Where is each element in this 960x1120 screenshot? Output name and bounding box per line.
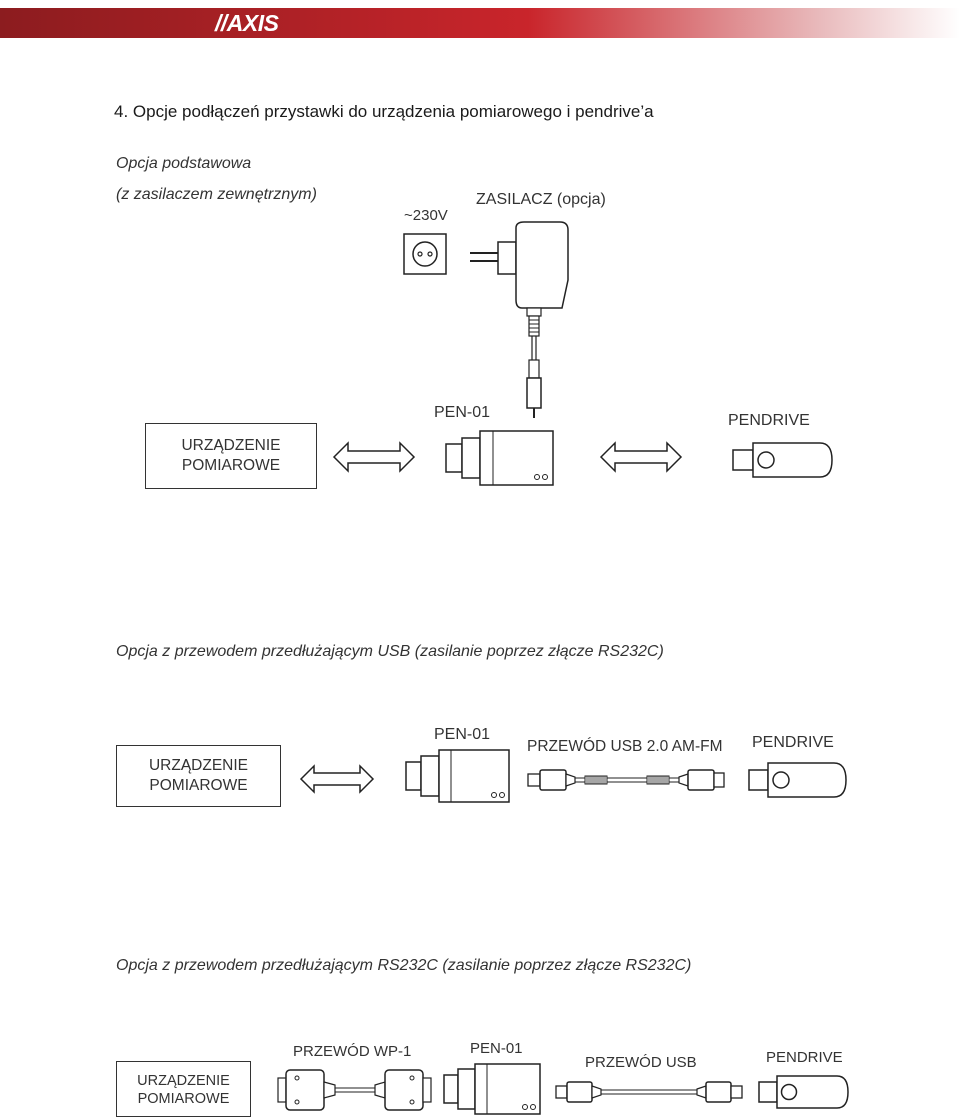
power-supply-icon: [470, 221, 569, 418]
pen01-adapter-icon: [445, 430, 554, 486]
device-label-line2: POMIAROWE: [149, 777, 248, 794]
option3-heading: Opcja z przewodem przedłużającym RS232C …: [116, 957, 692, 974]
pendrive-icon: [758, 1075, 849, 1109]
pendrive-icon: [732, 442, 833, 478]
axis-logo: //AXIS: [215, 10, 279, 36]
voltage-label: ~230V: [404, 207, 448, 224]
adapter-label: PEN-01: [434, 726, 491, 743]
header-bar: [0, 8, 960, 38]
device-label-line1: URZĄDZENIE: [181, 437, 281, 454]
usb-cable-label: PRZEWÓD USB 2.0 AM-FM: [527, 738, 723, 755]
usb-cable-label: PRZEWÓD USB: [585, 1054, 697, 1071]
double-arrow-icon: [599, 441, 683, 473]
option1-subheading: (z zasilaczem zewnętrznym): [116, 186, 317, 203]
measuring-device-box: URZĄDZENIE POMIAROWE: [145, 423, 317, 489]
adapter-label: PEN-01: [470, 1040, 523, 1057]
pen01-adapter-icon: [443, 1063, 541, 1115]
device-label-line2: POMIAROWE: [137, 1091, 230, 1107]
pendrive-label: PENDRIVE: [728, 412, 810, 429]
device-label-line1: URZĄDZENIE: [137, 1073, 230, 1089]
option2-heading: Opcja z przewodem przedłużającym USB (za…: [116, 643, 664, 660]
measuring-device-box: URZĄDZENIE POMIAROWE: [116, 1061, 251, 1117]
pendrive-label: PENDRIVE: [752, 734, 834, 751]
device-label-line1: URZĄDZENIE: [148, 757, 249, 774]
pen01-adapter-icon: [405, 749, 510, 803]
double-arrow-icon: [299, 764, 375, 794]
wall-socket-icon: [403, 233, 447, 275]
adapter-label: PEN-01: [434, 404, 491, 421]
section-title: 4. Opcje podłączeń przystawki do urządze…: [114, 102, 654, 121]
rs232-cable-icon: [277, 1069, 432, 1111]
double-arrow-icon: [332, 441, 416, 473]
wp1-cable-label: PRZEWÓD WP-1: [293, 1043, 412, 1060]
option1-heading: Opcja podstawowa: [116, 155, 252, 172]
usb-cable-icon: [555, 1081, 743, 1103]
usb-extension-cable-icon: [527, 769, 725, 791]
device-label-line2: POMIAROWE: [181, 457, 281, 474]
power-supply-label: ZASILACZ (opcja): [476, 191, 606, 208]
pendrive-label: PENDRIVE: [766, 1049, 843, 1066]
pendrive-icon: [748, 762, 847, 798]
measuring-device-box: URZĄDZENIE POMIAROWE: [116, 745, 281, 807]
